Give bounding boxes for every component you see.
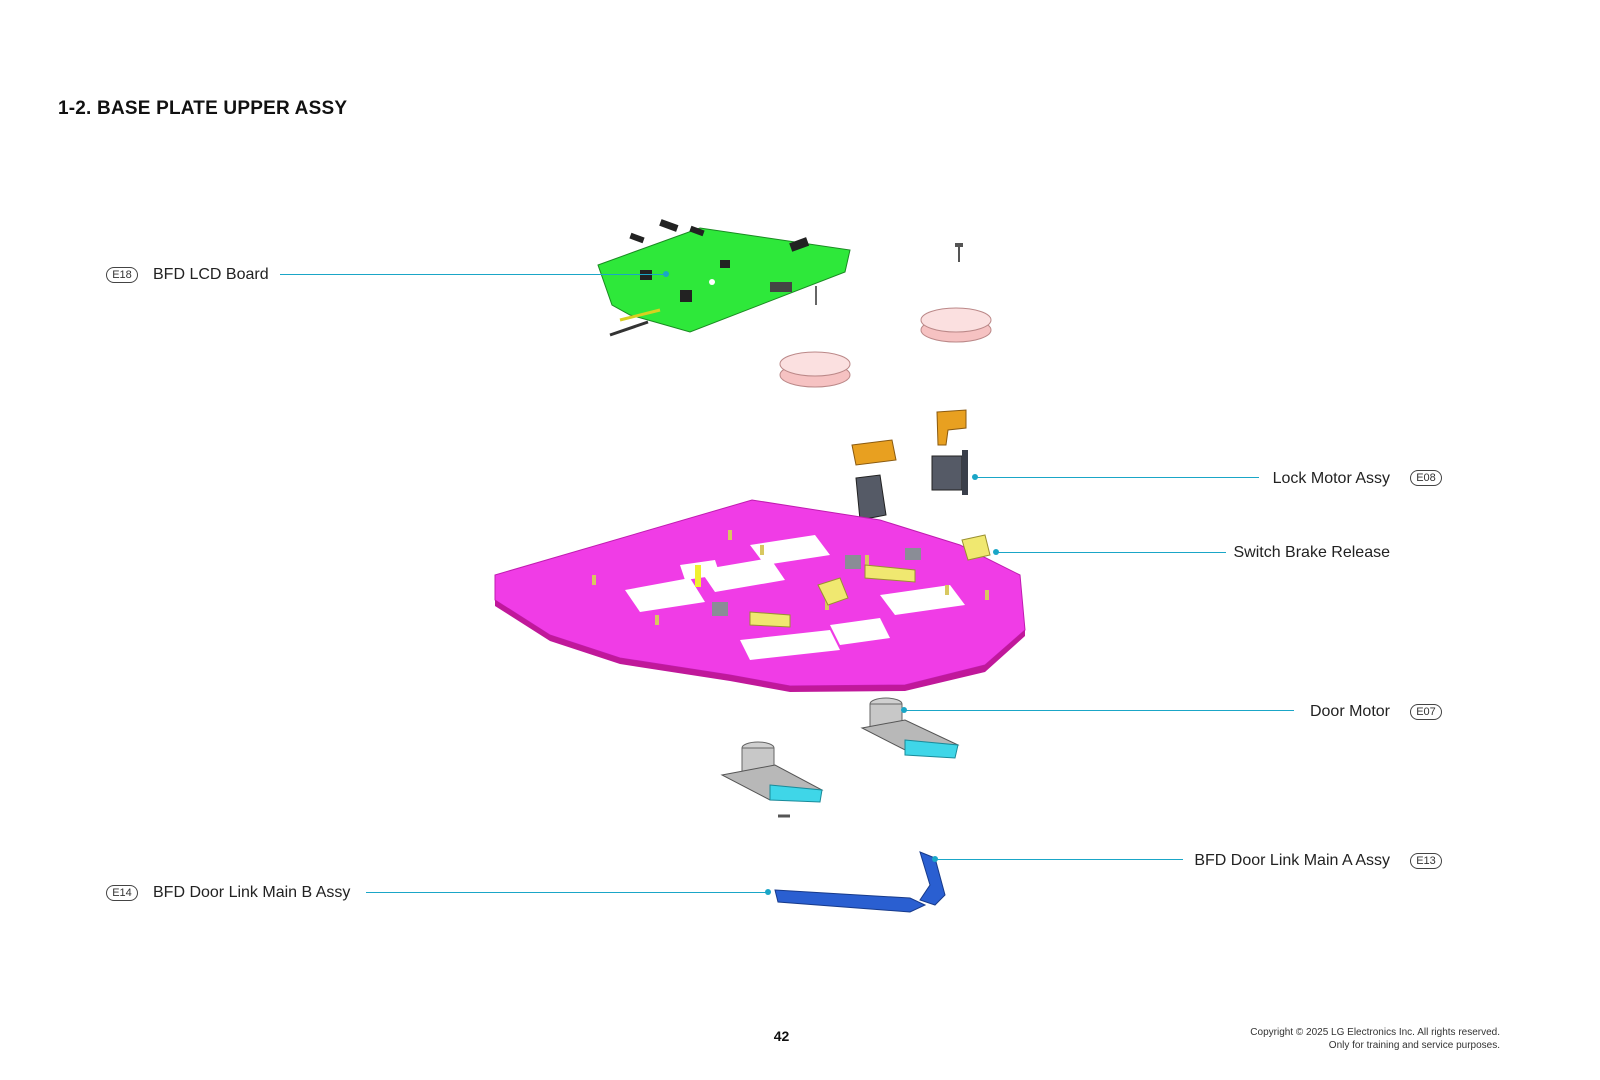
lock-bracket-left: [851, 439, 897, 466]
lock-bracket-right: [936, 409, 967, 446]
part-label-door-motor: Door Motor: [1309, 703, 1390, 720]
copyright-line-2: Only for training and service purposes.: [1328, 1040, 1500, 1051]
leader-dot-switch-brake-release: [993, 549, 999, 555]
lock-latch: [855, 474, 887, 521]
lcd-board: [597, 219, 851, 337]
page-title: 1-2. BASE PLATE UPPER ASSY: [58, 98, 348, 119]
leader-dot-e13: [932, 856, 938, 862]
leader-dot-e08: [972, 474, 978, 480]
base-plate: [494, 499, 1026, 692]
copyright-notice: Copyright © 2025 LG Electronics Inc. All…: [1250, 1026, 1500, 1052]
door-motor-left: [720, 741, 824, 818]
leader-dot-e18: [663, 271, 669, 277]
part-code-badge-e08: E08: [1410, 470, 1442, 486]
copyright-line-1: Copyright © 2025 LG Electronics Inc. All…: [1250, 1027, 1500, 1038]
part-label-bfd-door-link-main-b-assy: BFD Door Link Main B Assy: [153, 884, 351, 901]
leader-line-e07: [904, 710, 1294, 711]
part-label-lock-motor-assy: Lock Motor Assy: [1272, 470, 1390, 487]
screw: [955, 243, 963, 262]
page-number: 42: [773, 1028, 790, 1044]
ring-left: [779, 351, 851, 388]
leader-line-switch-brake-release: [996, 552, 1226, 553]
leader-dot-e07: [901, 707, 907, 713]
part-label-switch-brake-release: Switch Brake Release: [1233, 544, 1390, 561]
part-label-bfd-lcd-board: BFD LCD Board: [153, 266, 269, 283]
leader-line-e13: [935, 859, 1183, 860]
part-code-badge-e13: E13: [1410, 853, 1442, 869]
lock-motor: [931, 450, 968, 495]
part-code-badge-e14: E14: [106, 885, 138, 901]
door-motor-right: [860, 697, 960, 759]
leader-line-e18: [280, 274, 666, 275]
leader-line-e08: [975, 477, 1259, 478]
leader-dot-e14: [765, 889, 771, 895]
door-link-main-b: [774, 889, 927, 913]
part-label-bfd-door-link-main-a-assy: BFD Door Link Main A Assy: [1194, 852, 1390, 869]
leader-line-e14: [366, 892, 768, 893]
part-code-badge-e07: E07: [1410, 704, 1442, 720]
part-code-badge-e18: E18: [106, 267, 138, 283]
ring-right: [920, 307, 992, 343]
brake-switch-parts: [712, 534, 991, 628]
